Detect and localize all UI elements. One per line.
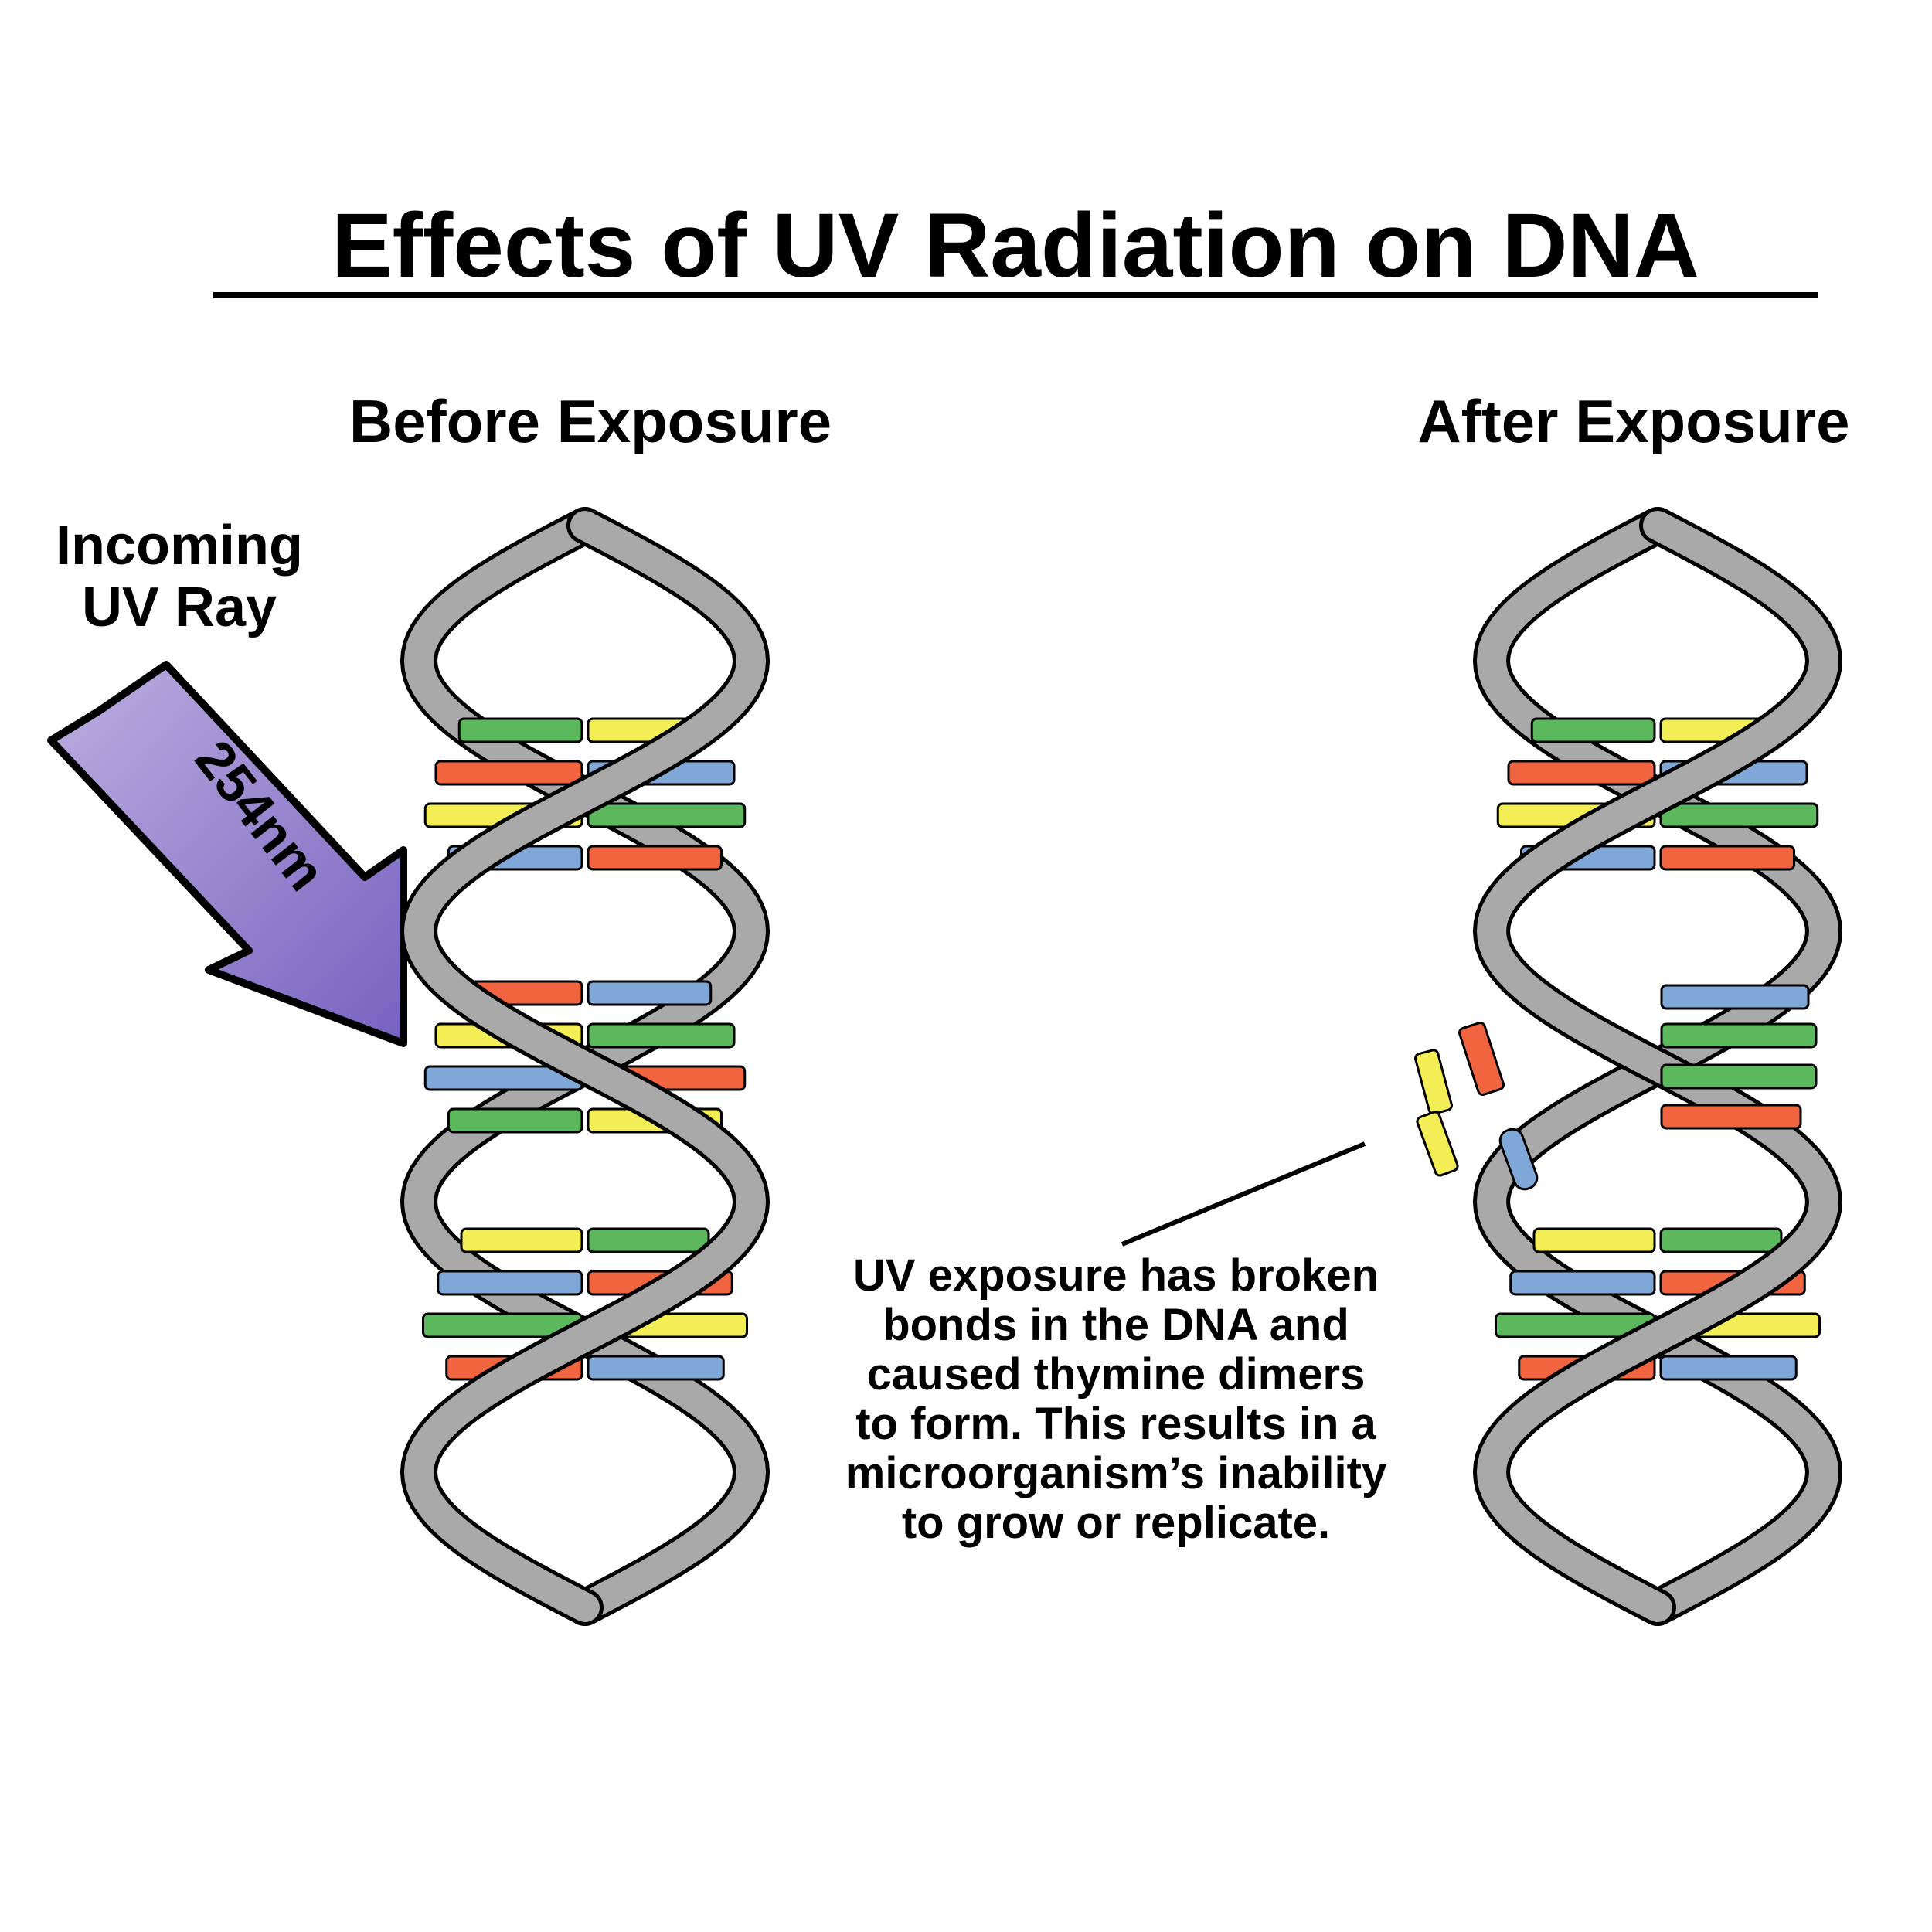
base-pair-right-3 bbox=[588, 846, 722, 869]
caption-pointer-line bbox=[1122, 1144, 1365, 1244]
base-pair-left-0 bbox=[459, 719, 582, 742]
base-pair-right-2 bbox=[1661, 804, 1818, 827]
broken-base-green-2 bbox=[1662, 1065, 1816, 1088]
after-exposure-heading: After Exposure bbox=[1417, 387, 1849, 455]
base-pair-left-9 bbox=[438, 1271, 582, 1294]
caption: UV exposure has broken bonds in the DNA … bbox=[845, 1250, 1386, 1548]
base-pair-right-3 bbox=[1661, 846, 1794, 869]
base-pair-left-1 bbox=[1509, 761, 1655, 784]
base-pair-right-4 bbox=[588, 981, 711, 1005]
base-pair-left-4 bbox=[1534, 1229, 1655, 1252]
broken-base-green-1 bbox=[1662, 1024, 1816, 1047]
base-pair-right-8 bbox=[588, 1229, 709, 1252]
caption-line-2: bonds in the DNA and bbox=[883, 1300, 1349, 1350]
base-pair-left-7 bbox=[449, 1109, 583, 1132]
thymine-dimer-1 bbox=[1414, 1049, 1453, 1114]
incoming-uv-ray-label-line1: Incoming bbox=[56, 515, 303, 577]
base-pair-right-2 bbox=[588, 804, 745, 827]
broken-base-blue bbox=[1662, 985, 1808, 1009]
diagram-title: Effects of UV Radiation on DNA bbox=[332, 195, 1699, 297]
caption-line-1: UV exposure has broken bbox=[853, 1250, 1379, 1301]
base-pair-right-7 bbox=[1661, 1356, 1796, 1379]
broken-base-red-fragment bbox=[1458, 1022, 1505, 1096]
title-underline bbox=[213, 292, 1818, 298]
base-pair-right-11 bbox=[588, 1356, 723, 1379]
base-pair-left-5 bbox=[1511, 1271, 1655, 1294]
base-pair-left-0 bbox=[1532, 719, 1655, 742]
base-pair-right-5 bbox=[588, 1024, 734, 1047]
base-pair-left-1 bbox=[436, 761, 582, 784]
uv-ray-arrow: 254nm bbox=[51, 665, 403, 1043]
base-pair-right-4 bbox=[1661, 1229, 1781, 1252]
caption-line-5: microorganism’s inability bbox=[845, 1448, 1386, 1498]
caption-line-6: to grow or replicate. bbox=[902, 1498, 1330, 1548]
base-pair-left-8 bbox=[461, 1229, 582, 1252]
incoming-uv-ray-label-line2: UV Ray bbox=[82, 577, 277, 638]
caption-line-4: to form. This results in a bbox=[855, 1399, 1376, 1449]
broken-base-red bbox=[1662, 1105, 1801, 1128]
thymine-dimer-2 bbox=[1416, 1111, 1459, 1176]
caption-line-3: caused thymine dimers bbox=[867, 1349, 1366, 1400]
before-exposure-heading: Before Exposure bbox=[349, 387, 832, 455]
dna-helix-before bbox=[419, 526, 751, 1607]
